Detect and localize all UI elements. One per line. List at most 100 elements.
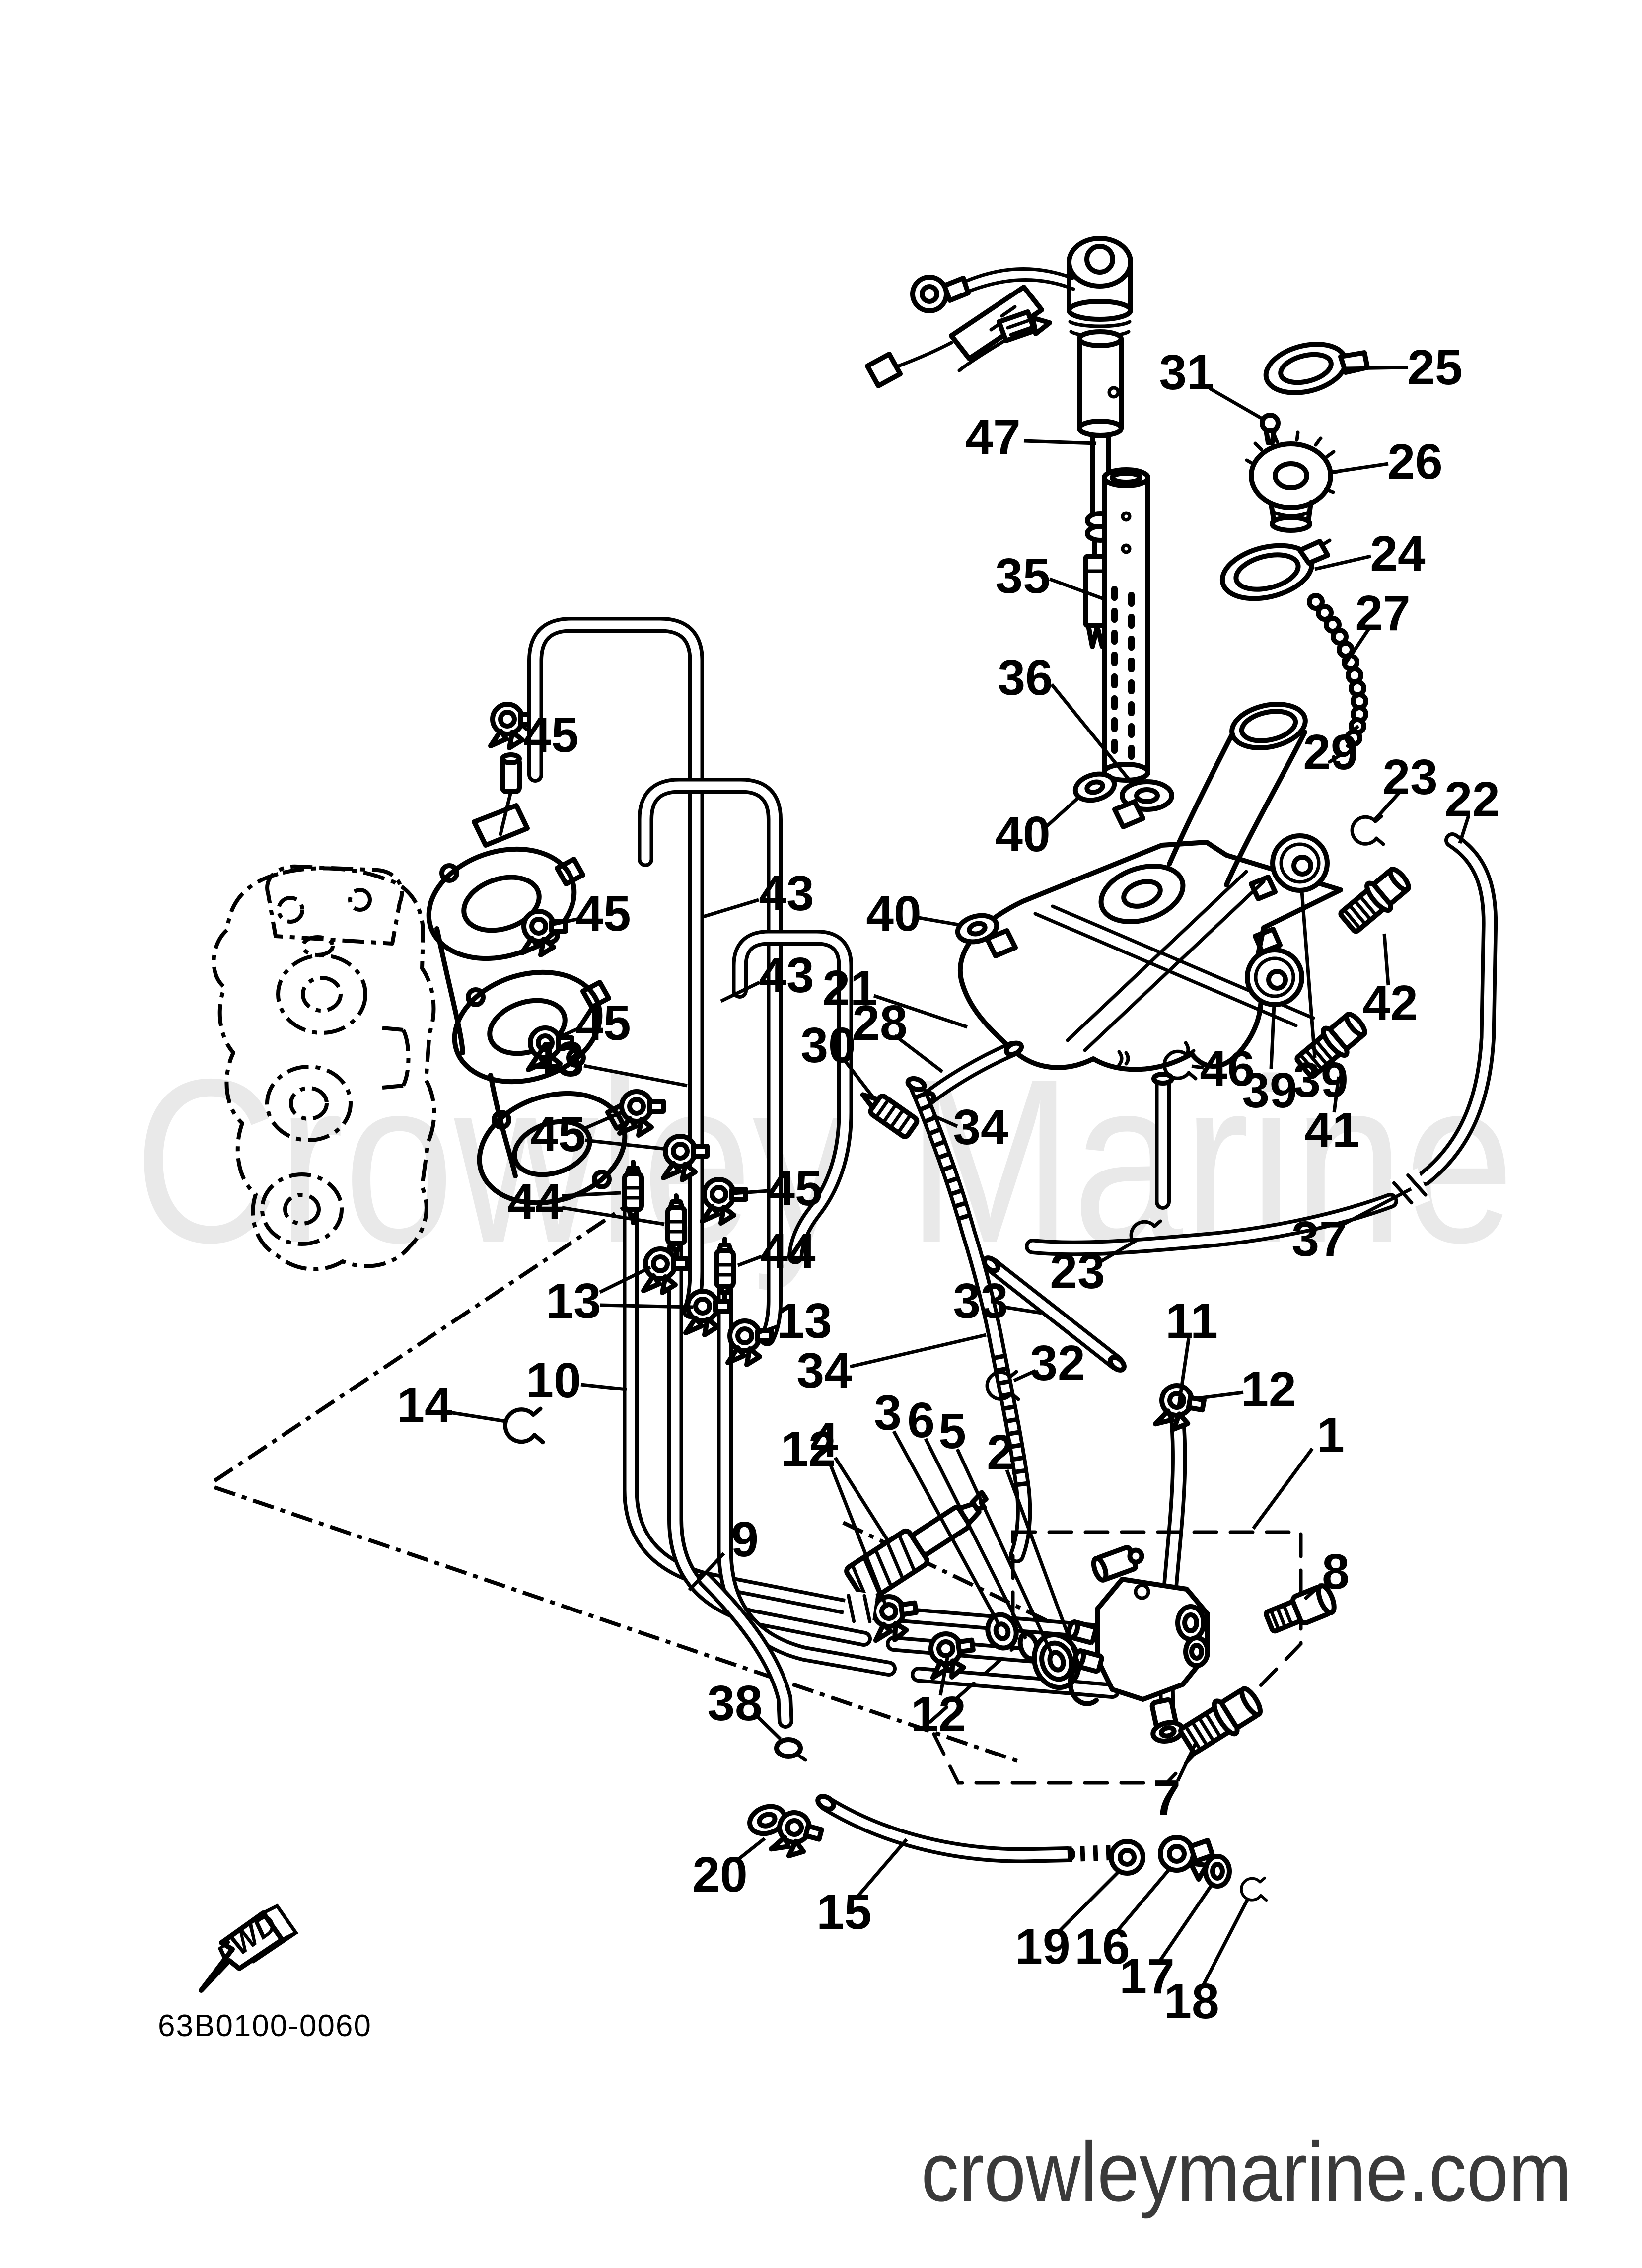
callout-3: 3 xyxy=(874,1385,902,1441)
clip-23a xyxy=(1352,816,1383,844)
washer-19 xyxy=(1109,1839,1145,1876)
callout-26: 26 xyxy=(1387,434,1442,490)
leader-line-30 xyxy=(841,1056,879,1105)
callout-47: 47 xyxy=(965,409,1020,465)
leader-line-31 xyxy=(1209,386,1262,420)
callout-4: 4 xyxy=(810,1412,838,1468)
leader-line-7 xyxy=(1176,1740,1199,1782)
leader-line-34 xyxy=(931,1113,958,1128)
leader-line-43 xyxy=(583,1064,688,1088)
callout-43: 43 xyxy=(759,948,814,1003)
callout-17: 17 xyxy=(1119,1949,1174,2004)
leader-line-45 xyxy=(584,1138,668,1151)
bolt-7 xyxy=(1178,1686,1263,1755)
callout-39: 39 xyxy=(1293,1052,1348,1108)
callout-33: 33 xyxy=(953,1273,1008,1329)
leader-line-11 xyxy=(1177,1338,1191,1407)
leader-line-13 xyxy=(599,1265,651,1294)
drive-gear-4 xyxy=(844,1490,989,1604)
callout-12: 12 xyxy=(911,1686,966,1742)
plug-39b xyxy=(1247,950,1302,1005)
leader-line-45 xyxy=(556,1026,581,1040)
bottom-parts xyxy=(747,1737,1266,1901)
callout-13: 13 xyxy=(546,1273,601,1329)
leader-line-41 xyxy=(1332,1076,1341,1113)
leader-line-20 xyxy=(734,1837,766,1863)
grommet-clamp-20 xyxy=(747,1804,824,1862)
leader-line-12 xyxy=(938,1657,949,1696)
callout-44: 44 xyxy=(507,1174,563,1230)
callout-20: 20 xyxy=(692,1847,747,1902)
callout-9: 9 xyxy=(731,1512,759,1567)
gauge-tube-35 xyxy=(1102,467,1174,812)
leader-line-26 xyxy=(1328,462,1389,475)
clip-18 xyxy=(1241,1878,1266,1901)
leader-line-40 xyxy=(918,916,959,927)
callout-40: 40 xyxy=(866,886,921,942)
callout-32: 32 xyxy=(1030,1335,1085,1391)
chain-clip-29 xyxy=(1328,744,1356,768)
leader-line-43 xyxy=(702,898,760,919)
footer-site: crowleymarine.com xyxy=(921,2125,1571,2219)
leader-line-8 xyxy=(1303,1583,1323,1601)
leader-line-45 xyxy=(551,917,580,927)
leader-line-45 xyxy=(732,1189,769,1195)
leader-line-44 xyxy=(562,1206,665,1226)
leader-line-44 xyxy=(737,1254,763,1267)
leader-line-32 xyxy=(1013,1369,1037,1383)
leader-line-1 xyxy=(1252,1447,1314,1530)
leader-line-12 xyxy=(1192,1390,1244,1401)
callout-24: 24 xyxy=(1370,526,1426,582)
leader-line-19 xyxy=(1056,1870,1121,1934)
bolt-8 xyxy=(1264,1583,1337,1634)
callout-31: 31 xyxy=(1159,345,1214,400)
callout-23: 23 xyxy=(1382,749,1437,805)
callout-2: 2 xyxy=(987,1425,1014,1480)
leader-line-15 xyxy=(857,1838,908,1898)
leader-line-35 xyxy=(1049,577,1103,600)
callout-19: 19 xyxy=(1015,1919,1070,1975)
leader-line-45 xyxy=(584,1109,625,1130)
callout-13: 13 xyxy=(777,1293,832,1349)
callout-45: 45 xyxy=(575,995,631,1051)
leader-line-14 xyxy=(449,1410,506,1423)
spring-hose-34 xyxy=(905,1076,1032,1563)
callout-38: 38 xyxy=(707,1676,762,1731)
leader-line-13 xyxy=(599,1303,694,1309)
callout-25: 25 xyxy=(1407,340,1462,395)
ring-38 xyxy=(774,1737,803,1759)
hose-break-marks xyxy=(842,1168,1430,1629)
callout-30: 30 xyxy=(800,1018,856,1073)
callout-29: 29 xyxy=(1303,725,1358,780)
callout-1: 1 xyxy=(1317,1407,1345,1463)
callout-39: 39 xyxy=(1242,1063,1297,1118)
clip-14 xyxy=(505,1409,543,1442)
oil-tank xyxy=(957,702,1343,1210)
leader-line-13 xyxy=(758,1324,780,1335)
callout-34: 34 xyxy=(796,1343,852,1398)
leader-line-6 xyxy=(924,1438,1028,1640)
watermark: Crowley Marine xyxy=(134,1030,1514,1293)
callout-8: 8 xyxy=(1322,1544,1350,1600)
callout-12: 12 xyxy=(1241,1362,1296,1417)
callout-42: 42 xyxy=(1362,975,1418,1031)
leader-line-46 xyxy=(1191,1064,1204,1070)
leader-line-39 xyxy=(1269,1004,1276,1069)
fitting-30 xyxy=(860,1092,920,1139)
leader-line-23 xyxy=(1372,790,1402,823)
callout-22: 22 xyxy=(1444,772,1499,827)
leader-line-29 xyxy=(1340,725,1360,740)
callout-12: 12 xyxy=(781,1421,836,1477)
gasket-ring-24 xyxy=(1219,538,1332,601)
screw-31 xyxy=(1260,413,1281,445)
leader-line-33 xyxy=(1003,1305,1042,1315)
leader-line-23 xyxy=(1098,1239,1137,1264)
drawing-number: 63B0100-0060 xyxy=(158,2009,372,2043)
callout-5: 5 xyxy=(938,1403,966,1459)
hose-15 xyxy=(815,1794,1117,1864)
leader-line-40 xyxy=(1045,796,1080,828)
callout-34: 34 xyxy=(953,1099,1008,1155)
leader-line-45 xyxy=(519,723,529,732)
callout-18: 18 xyxy=(1164,1974,1219,2029)
